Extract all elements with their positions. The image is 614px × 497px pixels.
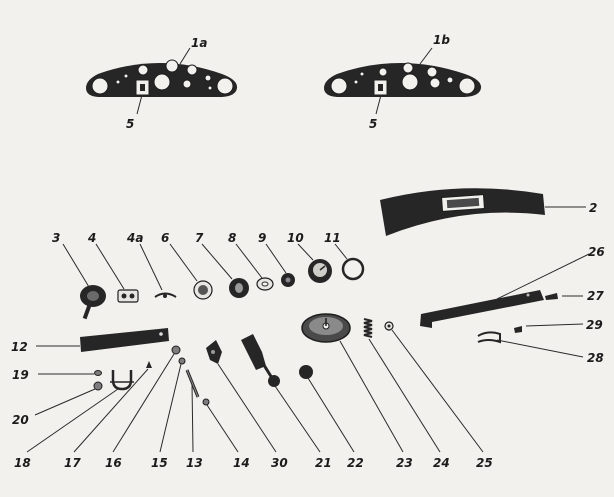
label-14: 14 <box>233 456 250 470</box>
part-19-nut <box>94 370 102 376</box>
part-12-bracket-plate <box>80 328 169 352</box>
label-4a: 4a <box>126 231 143 245</box>
part-6-lamp-bezel <box>193 280 213 300</box>
label-25: 25 <box>476 456 493 470</box>
part-29-screw <box>514 326 522 333</box>
part-20-washer <box>93 381 103 391</box>
label-11: 11 <box>324 231 341 245</box>
label-3: 3 <box>52 231 60 245</box>
part-13-pin <box>185 369 200 398</box>
part-4-switch-block <box>117 289 139 303</box>
part-28-u-clip <box>477 331 501 344</box>
label-6: 6 <box>161 231 169 245</box>
label-13: 13 <box>186 456 203 470</box>
part-30-clamp <box>206 340 222 364</box>
label-1a: 1a <box>191 36 207 50</box>
label-29: 29 <box>586 318 603 332</box>
label-16: 16 <box>105 456 122 470</box>
label-8: 8 <box>228 231 236 245</box>
label-26: 26 <box>588 245 605 259</box>
part-9-grommet <box>281 273 295 287</box>
dashboard-panel-1a <box>86 59 238 97</box>
part-17-screw <box>146 361 152 368</box>
label-12: 12 <box>11 340 28 354</box>
label-4: 4 <box>87 231 96 245</box>
label-10: 10 <box>287 231 304 245</box>
label-22: 22 <box>347 456 364 470</box>
part-22-ball-knob <box>299 365 313 379</box>
part-4a-clip <box>154 292 177 298</box>
label-9: 9 <box>258 231 266 245</box>
label-18: 18 <box>14 456 31 470</box>
label-27: 27 <box>587 289 604 303</box>
part-27-screw <box>545 293 558 300</box>
label-7: 7 <box>195 231 204 245</box>
part-25-washer <box>384 321 394 331</box>
part-11-retaining-ring <box>341 257 365 281</box>
label-2: 2 <box>589 201 597 215</box>
label-24: 24 <box>433 456 450 470</box>
label-5-right: 5 <box>369 117 377 131</box>
part-23-disc-plate <box>301 313 351 343</box>
label-21: 21 <box>315 456 332 470</box>
label-19: 19 <box>12 368 29 382</box>
part-10-gauge <box>308 259 332 283</box>
part-2-cover-panel <box>380 188 545 236</box>
part-16-nut <box>171 345 181 355</box>
label-15: 15 <box>151 456 168 470</box>
label-23: 23 <box>396 456 413 470</box>
label-20: 20 <box>12 413 29 427</box>
part-8-washer <box>256 277 274 291</box>
part-21-lever-switch <box>241 334 280 387</box>
part-26-long-bracket <box>420 290 544 328</box>
part-24-spring <box>363 318 373 338</box>
part-14-nut <box>202 398 210 406</box>
part-7-knob <box>229 278 249 298</box>
part-18-u-bolt <box>110 370 134 391</box>
label-1b: 1b <box>433 33 450 47</box>
label-28: 28 <box>587 351 604 365</box>
label-5-left: 5 <box>126 117 134 131</box>
label-30: 30 <box>271 456 288 470</box>
dashboard-panel-1b <box>324 62 482 97</box>
part-15-washer <box>178 357 186 365</box>
part-3-rotary-switch <box>80 285 106 320</box>
label-17: 17 <box>64 456 81 470</box>
